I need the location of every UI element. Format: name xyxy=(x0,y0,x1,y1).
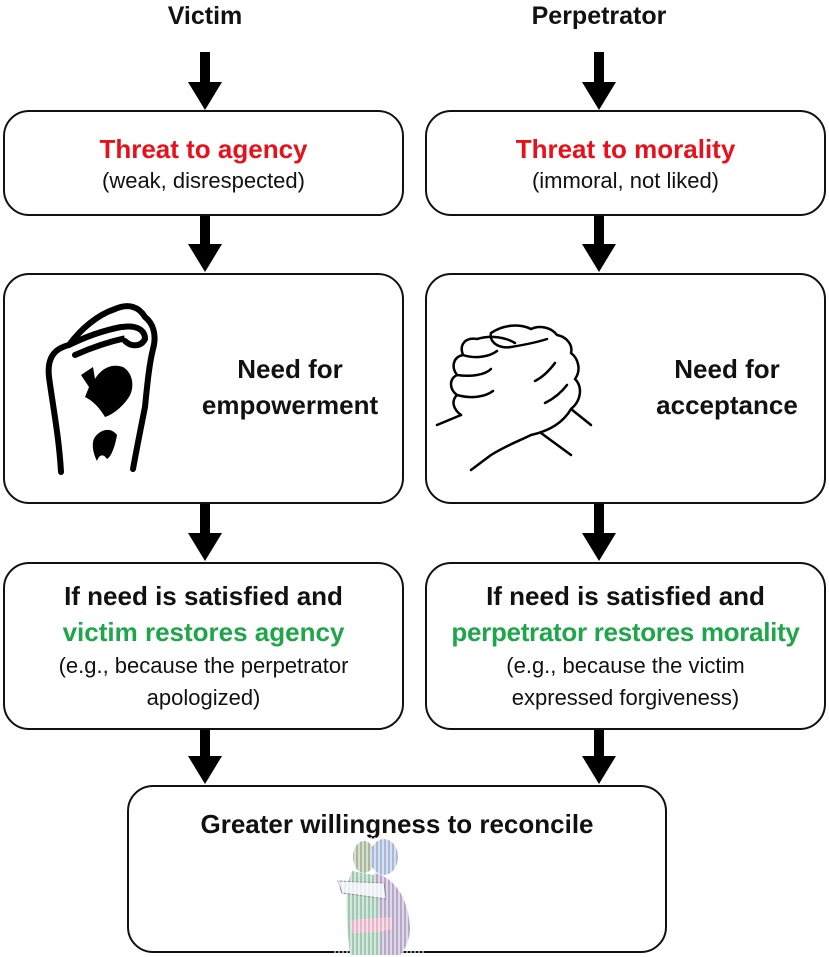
handshake-icon xyxy=(435,324,593,472)
hugging-people-icon xyxy=(334,837,424,955)
arrow-victim-need-to-condition xyxy=(188,504,222,562)
perpetrator-need-line1: Need for xyxy=(674,354,780,384)
arrow-perpetrator-to-threat xyxy=(582,52,616,110)
arrow-perpetrator-condition-to-outcome xyxy=(582,730,616,785)
victim-need-box: Need for empowerment xyxy=(3,273,404,504)
victim-condition-example-2: apologized) xyxy=(146,685,261,710)
victim-threat-box: Threat to agency (weak, disrespected) xyxy=(3,110,404,216)
raised-fist-icon xyxy=(45,303,158,475)
victim-condition-line1: If need is satisfied and xyxy=(64,581,343,611)
victim-condition-box: If need is satisfied and victim restores… xyxy=(3,562,404,730)
victim-column-title: Victim xyxy=(167,2,243,30)
victim-need-line2: empowerment xyxy=(201,390,379,420)
arrow-victim-condition-to-outcome xyxy=(188,730,222,785)
arrow-victim-to-threat xyxy=(188,52,222,110)
perpetrator-condition-box: If need is satisfied and perpetrator res… xyxy=(425,562,826,730)
arrow-perpetrator-threat-to-need xyxy=(582,216,616,273)
perpetrator-column-title: Perpetrator xyxy=(531,2,667,30)
perpetrator-threat-title: Threat to morality xyxy=(515,134,736,164)
outcome-title: Greater willingness to reconcile xyxy=(200,809,594,839)
victim-threat-title: Threat to agency xyxy=(99,134,308,164)
perpetrator-condition-line1: If need is satisfied and xyxy=(486,581,765,611)
victim-need-line1: Need for xyxy=(237,354,343,384)
perpetrator-threat-box: Threat to morality (immoral, not liked) xyxy=(425,110,826,216)
perpetrator-need-line2: acceptance xyxy=(656,390,798,420)
perpetrator-need-box: Need for acceptance xyxy=(425,273,826,504)
outcome-box: Greater willingness to reconcile xyxy=(127,785,667,955)
perpetrator-condition-example-2: expressed forgiveness) xyxy=(511,685,740,710)
arrow-perpetrator-need-to-condition xyxy=(582,504,616,562)
arrow-victim-threat-to-need xyxy=(188,216,222,273)
perpetrator-threat-subtitle: (immoral, not liked) xyxy=(531,168,720,193)
victim-threat-subtitle: (weak, disrespected) xyxy=(102,168,305,193)
perpetrator-restores-morality: perpetrator restores morality xyxy=(451,617,800,647)
victim-restores-agency: victim restores agency xyxy=(62,617,345,647)
victim-condition-example-1: (e.g., because the perpetrator xyxy=(58,653,349,678)
perpetrator-condition-example-1: (e.g., because the victim xyxy=(506,653,745,678)
